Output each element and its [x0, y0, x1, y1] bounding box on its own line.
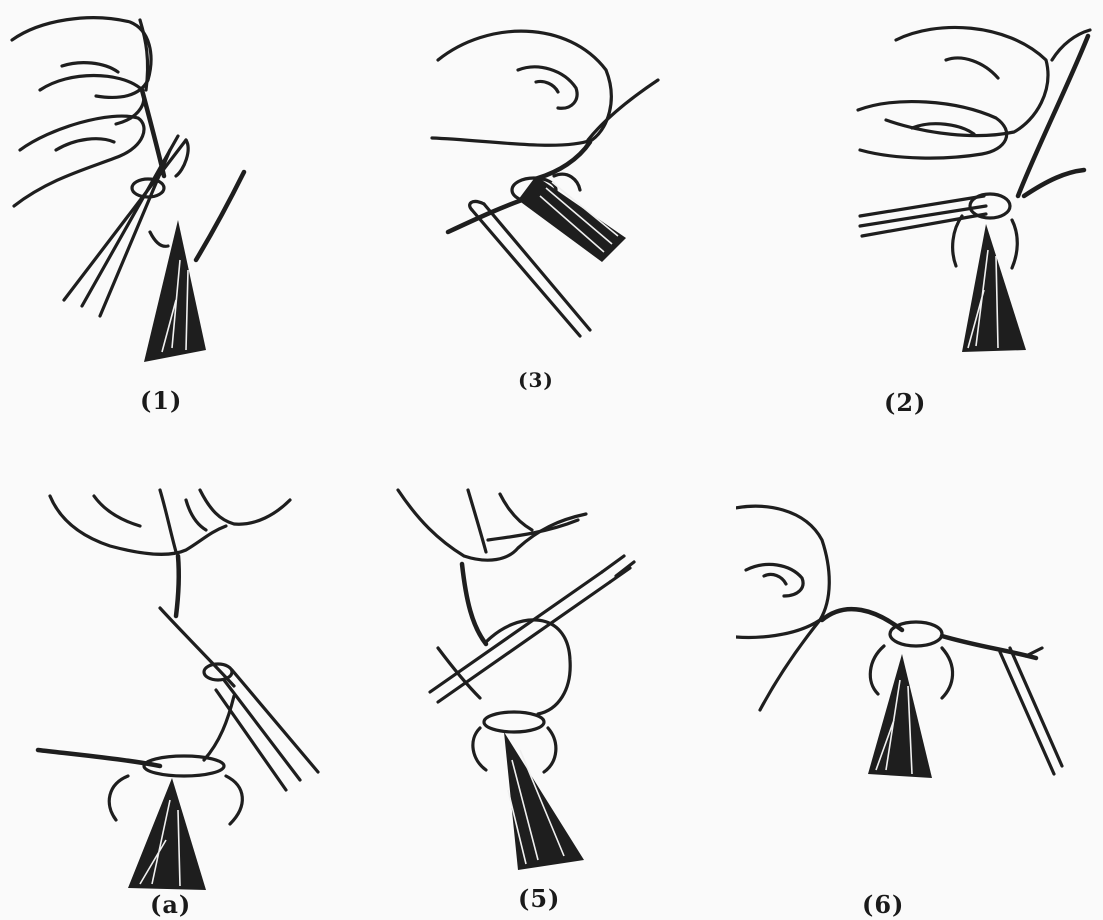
suture-tuft-drawing [144, 220, 206, 362]
panel-a-caption: (a) [150, 890, 191, 919]
hand-drawing [432, 31, 658, 145]
panel-1-illustration [0, 0, 368, 460]
thread-drawing [38, 556, 242, 824]
panel-5-illustration [368, 460, 736, 920]
hand-drawing [12, 18, 151, 206]
forceps-drawing [216, 670, 318, 790]
hand-drawing [50, 490, 290, 554]
panel-3: (3) [368, 0, 736, 460]
suture-tuft-drawing [518, 176, 626, 262]
suture-tuft-drawing [504, 732, 584, 870]
thread-drawing [132, 90, 244, 260]
panel-1-caption: (1) [140, 386, 182, 415]
panel-a-illustration [0, 460, 368, 920]
panel-6-caption: (6) [862, 890, 904, 919]
panel-a: (a) [0, 460, 368, 920]
panel-6: (6) [736, 460, 1103, 920]
panel-6-illustration [736, 460, 1103, 920]
thread-drawing [822, 609, 1042, 698]
panel-5: (5) [368, 460, 736, 920]
hand-drawing [398, 490, 586, 560]
panel-2: (2) [736, 0, 1103, 460]
panel-3-caption: (3) [518, 368, 554, 392]
needle-drawing [1000, 648, 1062, 774]
panel-1: (1) [0, 0, 368, 460]
hand-drawing [858, 27, 1090, 158]
forceps-drawing [430, 556, 634, 702]
suture-tuft-drawing [868, 654, 932, 778]
thread-drawing [438, 564, 570, 772]
hand-drawing [736, 506, 829, 710]
panel-2-caption: (2) [884, 388, 926, 417]
forceps-drawing [860, 196, 986, 236]
thread-drawing [953, 36, 1088, 268]
suture-tuft-drawing [128, 778, 206, 890]
panel-5-caption: (5) [518, 884, 560, 913]
